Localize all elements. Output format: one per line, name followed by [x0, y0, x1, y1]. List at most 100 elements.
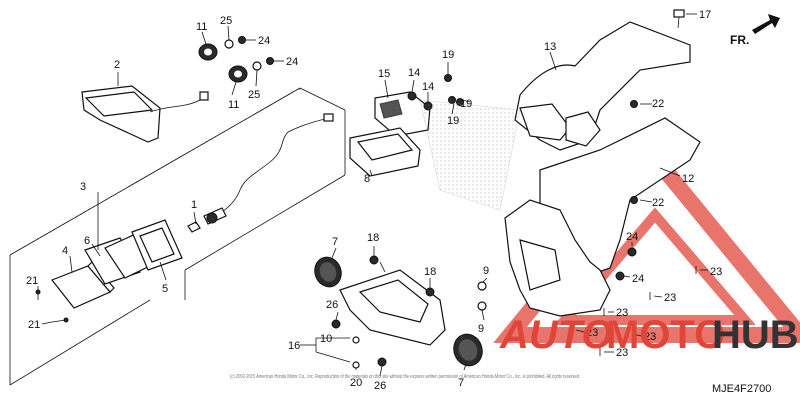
callout-24-a: 24 [258, 35, 270, 47]
callout-23-e: 23 [644, 331, 656, 343]
bolt-26-upper [331, 319, 341, 329]
front-direction-indicator: FR. [730, 14, 780, 47]
screw-14-upper [407, 91, 417, 101]
washer-lower [252, 61, 262, 71]
nut-24-a [627, 247, 637, 257]
callout-9-upper: 9 [483, 265, 489, 277]
license-plate-bracket [339, 261, 446, 346]
callout-15: 15 [378, 68, 390, 80]
callout-25-lower: 25 [248, 89, 260, 101]
rear-cowl-light-cutout [519, 103, 571, 141]
bulb [187, 221, 201, 233]
misc-fasteners [331, 100, 697, 369]
nut-lower [266, 57, 274, 65]
washer-upper [224, 39, 234, 49]
collar-9-upper [477, 281, 487, 291]
copyright-notice: (c) 2002-2015 American Honda Motor Co., … [230, 374, 580, 380]
nut-18-lower [425, 287, 435, 297]
callout-labels: 1 2 3 4 5 6 7 7 8 9 9 10 11 11 12 13 14 … [26, 9, 722, 392]
callout-26-upper: 26 [326, 299, 338, 311]
watermark-word-moto: MOTO [606, 313, 725, 357]
callout-9-lower: 9 [478, 323, 484, 335]
callout-11-lower: 11 [228, 99, 239, 111]
callout-20: 20 [350, 377, 362, 389]
collar-20 [352, 361, 360, 369]
nut-19-a [444, 74, 452, 82]
callout-8: 8 [364, 173, 370, 185]
tail-light-wire [149, 95, 206, 113]
callout-24-c: 24 [626, 231, 638, 243]
callout-26-lower: 26 [374, 380, 386, 392]
screws-21 [35, 289, 69, 323]
callout-22-upper: 22 [652, 98, 664, 110]
callout-23-b: 23 [664, 292, 676, 304]
tail-lens-assembly [51, 219, 183, 309]
callout-25-upper: 25 [220, 15, 232, 27]
watermark-wordmark: AUTO MOTO HUB [499, 313, 799, 357]
bolt-17 [673, 9, 697, 29]
nut-18-upper [369, 255, 379, 265]
callout-18-lower: 18 [424, 266, 436, 278]
callout-7-lower: 7 [458, 377, 464, 389]
front-direction-label: FR. [730, 33, 749, 47]
screw-22-upper [630, 100, 638, 108]
mount-hardware-upper [198, 36, 284, 83]
tail-light-connector [199, 91, 209, 101]
callout-23-d: 23 [586, 327, 598, 339]
callout-5: 5 [162, 283, 168, 295]
rear-fender [504, 199, 611, 317]
callout-24-d: 24 [632, 273, 644, 285]
harness-wire [221, 117, 331, 213]
collar-9-lower [477, 301, 487, 311]
callout-19-a: 19 [442, 49, 454, 61]
bolt-26-lower [377, 357, 387, 367]
assembly-outline [9, 87, 346, 386]
screw-21-upper [35, 289, 41, 295]
honda-ghost-logo [419, 99, 521, 211]
license-light-harness [187, 113, 334, 233]
screw-22-lower [630, 196, 638, 204]
callout-11-upper: 11 [196, 21, 207, 33]
callout-17: 17 [699, 9, 711, 21]
callout-21-lower: 21 [28, 319, 40, 331]
screw-21-lower [63, 317, 69, 323]
callout-3: 3 [80, 181, 86, 193]
callout-23-a: 23 [710, 266, 722, 278]
tail-light-unit [81, 72, 209, 143]
callout-12: 12 [682, 173, 694, 185]
callout-21-upper: 21 [26, 275, 38, 287]
diagram-code: MJE4F2700 [712, 383, 771, 395]
callout-18-upper: 18 [367, 232, 379, 244]
callout-1: 1 [191, 199, 197, 211]
nut-24-b [615, 271, 625, 281]
front-arrow-icon [752, 14, 780, 34]
callout-14-lower: 14 [422, 81, 434, 93]
callout-10: 10 [320, 333, 332, 345]
callout-4: 4 [62, 245, 68, 257]
callout-6: 6 [84, 235, 90, 247]
callout-14-upper: 14 [408, 67, 420, 79]
nut-upper [238, 36, 246, 44]
callout-23-c: 23 [616, 307, 628, 319]
harness-connector [323, 113, 334, 122]
socket-ring [206, 212, 218, 224]
license-light-housing [349, 79, 431, 177]
callout-16: 16 [288, 340, 300, 352]
rear-cowl [514, 21, 691, 151]
watermark-word-auto: AUTO [499, 313, 613, 357]
bolt-17-head [673, 9, 685, 18]
callout-2: 2 [114, 59, 120, 71]
tail-light-lens [84, 91, 154, 117]
callout-13: 13 [544, 41, 556, 53]
callout-23-f: 23 [616, 347, 628, 359]
watermark-word-hub: HUB [712, 313, 799, 357]
callout-7-upper: 7 [332, 236, 338, 248]
callout-19-c: 19 [447, 115, 459, 127]
collar-10 [352, 336, 360, 344]
leader-lines [37, 25, 708, 377]
reflectors [314, 256, 483, 367]
callout-22-lower: 22 [652, 197, 664, 209]
callout-24-b: 24 [286, 56, 298, 68]
